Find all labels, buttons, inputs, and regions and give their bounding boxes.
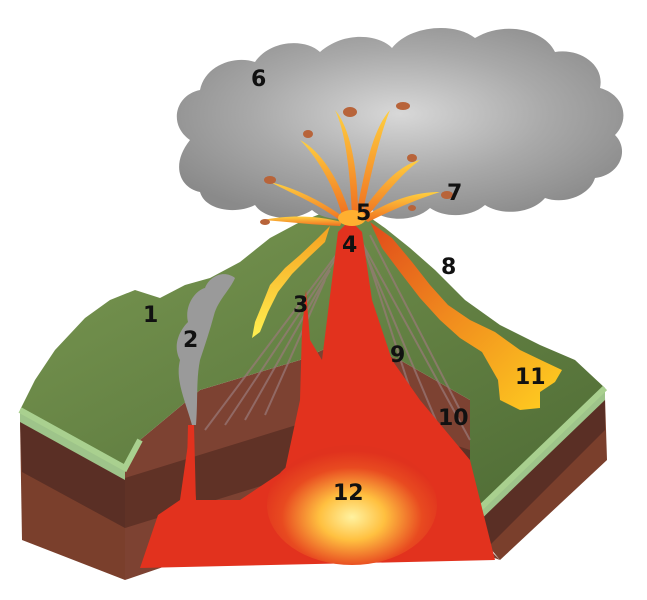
label-12: 12 [333, 481, 364, 506]
label-5: 5 [356, 201, 371, 226]
terrain-surface [20, 210, 605, 518]
strata-layers [204, 229, 471, 441]
secondary-vent [186, 425, 196, 505]
label-9: 9 [390, 343, 405, 368]
labels: 1 2 3 4 5 6 7 8 9 10 11 12 [143, 67, 546, 506]
label-4: 4 [342, 233, 357, 258]
label-1: 1 [143, 303, 158, 328]
terrain-edge-right [467, 385, 608, 521]
terrain-edge-left [18, 407, 143, 473]
fumarole-plume [176, 274, 235, 425]
label-2: 2 [183, 328, 198, 353]
label-6: 6 [251, 67, 266, 92]
magma-chamber [267, 445, 437, 565]
volcanic-bombs [260, 102, 453, 225]
lava-flow-right [370, 222, 562, 410]
label-10: 10 [438, 406, 469, 431]
block-left-face [20, 410, 125, 580]
label-8: 8 [441, 255, 456, 280]
eruption-fountain [262, 110, 440, 226]
label-11: 11 [515, 365, 546, 390]
lava-flow-left [252, 226, 330, 338]
ash-cloud [176, 27, 624, 219]
label-3: 3 [293, 293, 308, 318]
label-7: 7 [447, 181, 462, 206]
